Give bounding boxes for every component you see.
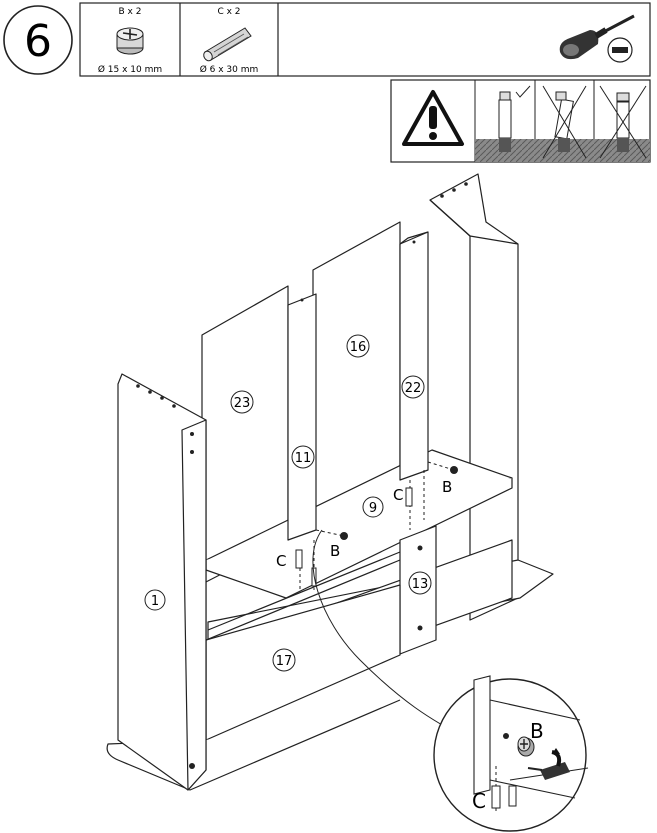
panel-16-number: 16 (350, 340, 367, 355)
screwdriver-icon (559, 14, 635, 60)
cam-b-detail-callout: B (530, 719, 544, 743)
step-number-badge: 6 (3, 5, 73, 75)
detail-leader-line (312, 529, 471, 741)
cam-b-callout-2: B (442, 478, 452, 496)
panel-22-label: 22 (401, 375, 425, 399)
panel-9-label: 9 (362, 496, 384, 518)
part-b-label: B x 2 (119, 7, 142, 17)
panel-23-number: 23 (234, 396, 251, 411)
dowel-icon (203, 27, 252, 62)
panel-22-number: 22 (405, 381, 422, 396)
detail-zoom-circle: B C (433, 675, 589, 832)
panel-17-label: 17 (272, 648, 296, 672)
part-c-size: Ø 6 x 30 mm (200, 64, 259, 75)
step-number: 6 (24, 16, 52, 67)
panel-23-label: 23 (230, 390, 254, 414)
part-b-size: Ø 15 x 10 mm (98, 64, 162, 75)
cam-warning-box (390, 79, 651, 163)
panel-9-number: 9 (369, 501, 377, 516)
warning-triangle-icon (402, 90, 464, 146)
cam-lock-icon (116, 27, 144, 55)
parts-strip: B x 2 Ø 15 x 10 mm C x 2 Ø 6 x 30 mm (79, 2, 651, 77)
minus-sign-icon (607, 37, 633, 63)
panel-number-labels: 1 23 11 16 22 9 13 17 (144, 334, 432, 672)
incorrect-fitting-icon (542, 85, 587, 159)
correct-fitting-icon (498, 85, 531, 152)
panel-13-number: 13 (412, 577, 429, 592)
incorrect-fitting-icon-2 (599, 85, 647, 159)
panel-1-number: 1 (151, 594, 159, 609)
cam-b-detail-icon (517, 736, 535, 757)
screwdriver-detail-icon (527, 748, 570, 780)
part-b-cell: B x 2 Ø 15 x 10 mm (98, 7, 162, 75)
panel-17-number: 17 (276, 654, 293, 669)
dowel-c-detail (491, 766, 517, 812)
panel-13-label: 13 (408, 571, 432, 595)
furniture-drawing (106, 173, 554, 791)
panel-11-label: 11 (291, 445, 315, 469)
dowel-c-callout: C (276, 552, 286, 570)
dowel-c-detail-callout: C (472, 789, 486, 813)
cam-b-callout: B (330, 542, 340, 560)
part-c-label: C x 2 (217, 7, 240, 17)
panel-11-number: 11 (295, 451, 312, 466)
dowel-c-callout-2: C (393, 486, 403, 504)
panel-16-label: 16 (346, 334, 370, 358)
part-c-cell: C x 2 Ø 6 x 30 mm (200, 7, 259, 75)
panel-1-label: 1 (144, 589, 166, 611)
